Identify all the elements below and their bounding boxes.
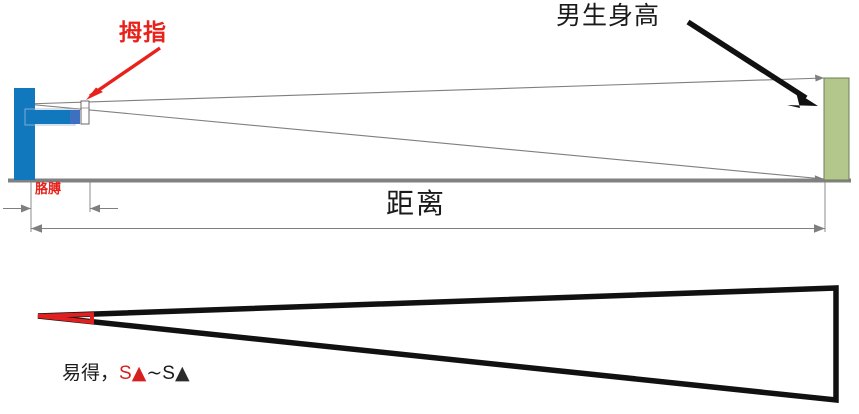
observer-arm: [26, 110, 74, 124]
thumb-callout-arrow: [86, 46, 161, 100]
large-triangle-symbol-glyph: ▲: [174, 362, 190, 384]
observer-arm-outline: [24, 108, 76, 126]
arm-dimension: [3, 204, 118, 213]
small-triangle-symbol-s: S: [119, 363, 132, 384]
small-triangle-symbol-glyph: ▲: [131, 362, 147, 384]
similarity-symbol: ~: [146, 362, 163, 384]
conclusion-prefix: 易得，: [62, 362, 120, 384]
boy-height-label: 男生身高: [556, 1, 661, 30]
observer-body: [14, 88, 35, 180]
hand-block: [70, 110, 80, 124]
height-callout-arrow: [686, 19, 818, 108]
large-triangle-symbol-s: S: [162, 363, 175, 384]
target-person: [823, 77, 850, 181]
distance-label: 距离: [386, 187, 447, 220]
distance-dimension: [31, 224, 825, 233]
sight-line-lower: [25, 103, 825, 180]
arm-label: 胳膊: [35, 182, 62, 197]
thumb-label: 拇指: [119, 20, 167, 46]
observer-figure: [14, 88, 90, 180]
sight-line-upper: [25, 77, 825, 105]
small-triangle: [37, 312, 94, 325]
thumb-shape: [80, 100, 90, 125]
conclusion-text: 易得，S▲~S▲: [62, 362, 190, 384]
sight-lines: [25, 74, 825, 183]
